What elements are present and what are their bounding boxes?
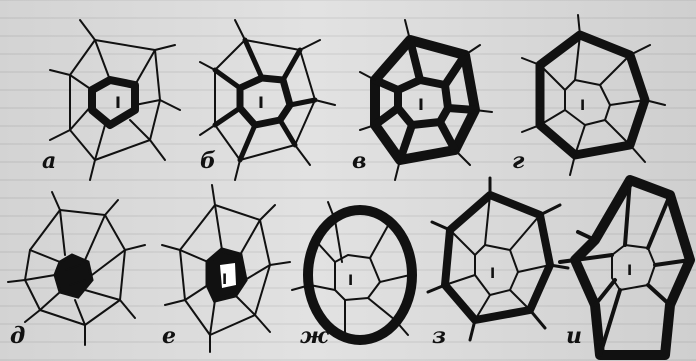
panel-e-label: е xyxy=(162,325,176,347)
panel-z-pith-mark: I xyxy=(490,266,495,282)
panel-b-label: б xyxy=(200,150,216,172)
panel-a-diagram: I xyxy=(50,20,180,180)
panel-zh-pith-mark: I xyxy=(348,273,353,289)
panel-z-label: з xyxy=(432,325,446,347)
panel-z-diagram: I xyxy=(428,178,568,340)
panel-v-diagram: I xyxy=(360,20,492,180)
panel-v-label: в xyxy=(352,150,366,172)
panel-a-label: а xyxy=(42,150,56,172)
panel-i-label: и xyxy=(566,325,582,347)
panel-a-pith-mark: I xyxy=(115,93,121,112)
panel-e-diagram: I xyxy=(162,185,290,352)
panel-g-pith-mark: I xyxy=(580,98,585,114)
panel-i-pith-mark: I xyxy=(627,263,632,279)
panel-v-pith-mark: I xyxy=(418,95,424,114)
panel-zh-label: ж xyxy=(300,325,329,347)
panel-g-diagram: I xyxy=(522,15,665,175)
panel-d-diagram xyxy=(8,192,145,345)
panel-d-label: д xyxy=(10,325,25,347)
panel-g-label: г xyxy=(512,150,524,172)
panel-b-pith-mark: I xyxy=(258,93,264,112)
panel-a-pith-cell xyxy=(92,80,135,125)
panel-zh-diagram: I xyxy=(292,202,412,340)
panel-b-diagram: I xyxy=(200,20,335,180)
panel-e-pith-mark: I xyxy=(222,272,227,288)
